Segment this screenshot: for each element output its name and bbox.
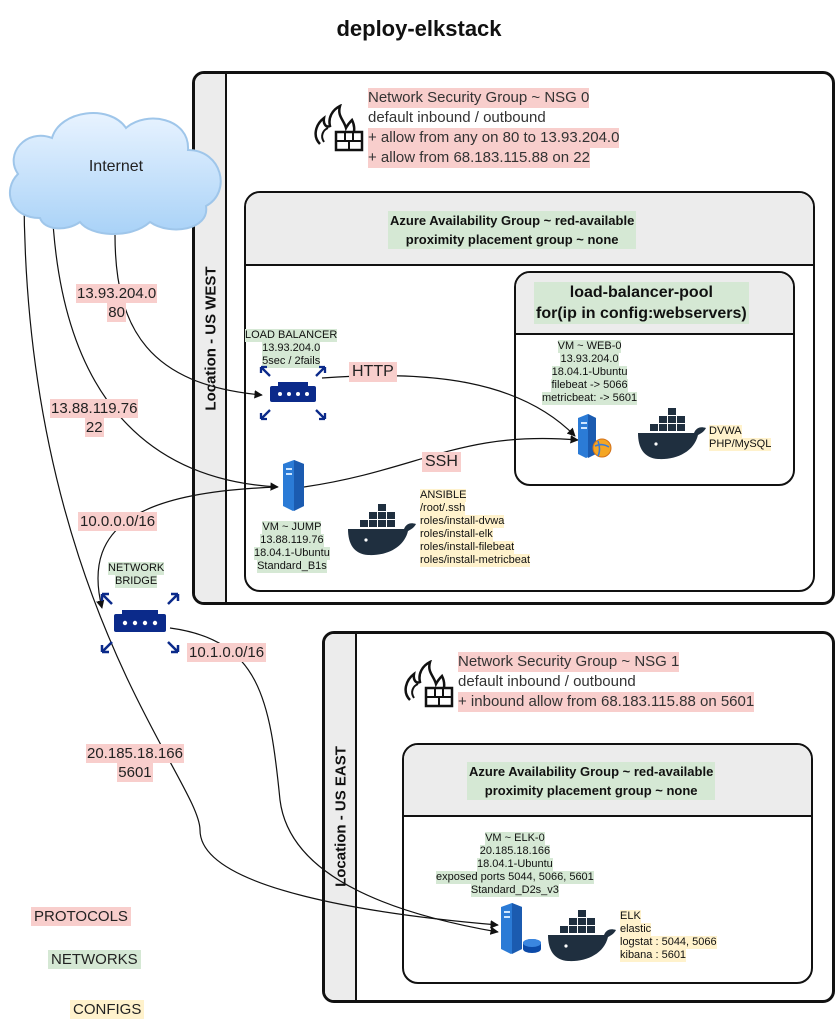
availability-west-line2: proximity placement group ~ none: [388, 230, 637, 249]
availability-group-east-title: Azure Availability Group ~ red-available…: [467, 762, 716, 800]
jump-vm-line2: 13.88.119.76: [260, 534, 324, 547]
elk-vm-line3: 18.04.1-Ubuntu: [476, 858, 553, 871]
web-vm-line2: 13.93.204.0: [560, 353, 619, 366]
bridge-line2: BRIDGE: [115, 575, 158, 588]
jump-port: 22: [84, 418, 104, 437]
firewall-icon: [404, 660, 454, 708]
lb-line3: 5sec / 2fails: [262, 355, 321, 368]
nsg-1-default: default inbound / outbound: [458, 673, 636, 690]
elk-info-line2: elastic: [620, 923, 652, 936]
availability-west-line1: Azure Availability Group ~ red-available: [388, 211, 637, 230]
ansible-line4: roles/install-elk: [420, 528, 493, 541]
internet-label: Internet: [88, 158, 144, 175]
cloud-icon: [9, 112, 222, 235]
nsg-0-rules: Network Security Group ~ NSG 0 default i…: [368, 88, 620, 168]
ansible-line2: /root/.ssh: [420, 502, 466, 515]
web-vm-line1: VM ~ WEB-0: [557, 340, 622, 353]
ansible-label: ANSIBLE /root/.ssh roles/install-dvwa ro…: [420, 489, 531, 567]
docker-icon: [348, 504, 416, 556]
elk-vm-line1: VM ~ ELK-0: [485, 832, 545, 845]
pool-title-line1: load-balancer-pool: [534, 282, 749, 303]
lb-ip-label: 13.93.204.0 80: [76, 284, 158, 322]
jump-vm-line4: Standard_B1s: [257, 560, 327, 573]
elk-vm-line4: exposed ports 5044, 5066, 5601: [436, 871, 594, 884]
elk-info-line4: kibana : 5601: [620, 949, 687, 962]
elk-info-line1: ELK: [620, 910, 641, 923]
region-us-east-strip: [325, 634, 357, 1000]
legend-protocols: PROTOCOLS: [31, 907, 131, 926]
web-server-icon: [578, 414, 612, 458]
nsg-0-rule-22: + allow from 68.183.115.88 on 22: [368, 148, 590, 168]
elk-vm-label: VM ~ ELK-0 20.185.18.166 18.04.1-Ubuntu …: [436, 832, 594, 897]
lb-line1: LOAD BALANCER: [245, 329, 338, 342]
lb-ip: 13.93.204.0: [76, 284, 158, 303]
jump-server-icon: [283, 460, 304, 511]
http-protocol-label: HTTP: [349, 362, 397, 382]
elk-ip: 20.185.18.166: [86, 744, 184, 763]
link-internet-to-load-balancer: [114, 234, 263, 399]
jump-vm-line1: VM ~ JUMP: [262, 521, 322, 534]
lb-port: 80: [107, 303, 126, 322]
diagram-title: deploy-elkstack: [336, 16, 502, 41]
nsg-1-rule-5601: + inbound allow from 68.183.115.88 on 56…: [458, 692, 755, 712]
ansible-line6: roles/install-metricbeat: [420, 554, 531, 567]
legend-configs: CONFIGS: [70, 1000, 145, 1019]
jump-vm-label: VM ~ JUMP 13.88.119.76 18.04.1-Ubuntu St…: [254, 521, 330, 573]
elk-port: 5601: [117, 763, 153, 782]
database-server-icon: [501, 903, 541, 954]
web-vm-line3: 18.04.1-Ubuntu: [551, 366, 628, 379]
elk-vm-line2: 20.185.18.166: [479, 845, 551, 858]
load-balancer-icon: [259, 365, 327, 421]
load-balancer-pool-title: load-balancer-pool for(ip in config:webs…: [534, 282, 749, 324]
docker-icon: [638, 408, 706, 460]
availability-east-line2: proximity placement group ~ none: [467, 781, 716, 800]
subnet-east-label: 10.1.0.0/16: [187, 643, 267, 662]
dvwa-line1: DVWA: [709, 425, 742, 438]
elk-info-line3: logstat : 5044, 5066: [620, 936, 717, 949]
network-bridge-label: NETWORK BRIDGE: [108, 562, 165, 588]
ansible-line1: ANSIBLE: [420, 489, 467, 502]
elk-ip-label: 20.185.18.166 5601: [86, 744, 184, 782]
nsg-1-title: Network Security Group ~ NSG 1: [458, 652, 680, 672]
subnet-west-label: 10.0.0.0/16: [78, 512, 158, 531]
nsg-1-rules: Network Security Group ~ NSG 1 default i…: [458, 652, 755, 712]
pool-title-line2: for(ip in config:webservers): [534, 303, 749, 324]
link-internet-to-elk: [23, 194, 499, 929]
lb-line2: 13.93.204.0: [262, 342, 321, 355]
firewall-icon: [314, 104, 364, 152]
availability-group-west-title: Azure Availability Group ~ red-available…: [388, 211, 637, 249]
nsg-0-title: Network Security Group ~ NSG 0: [368, 88, 590, 108]
legend-networks: NETWORKS: [48, 950, 141, 969]
load-balancer-label: LOAD BALANCER 13.93.204.0 5sec / 2fails: [245, 329, 338, 368]
web-vm-line5: metricbeat: -> 5601: [542, 392, 638, 405]
elk-info-label: ELK elastic logstat : 5044, 5066 kibana …: [620, 910, 717, 962]
availability-east-line1: Azure Availability Group ~ red-available: [467, 762, 716, 781]
network-bridge-icon: [100, 592, 180, 654]
web-vm-label: VM ~ WEB-0 13.93.204.0 18.04.1-Ubuntu fi…: [542, 340, 638, 405]
docker-icon: [548, 910, 616, 962]
dvwa-label: DVWA PHP/MySQL: [709, 425, 772, 451]
ansible-line5: roles/install-filebeat: [420, 541, 515, 554]
ssh-protocol-label: SSH: [422, 452, 461, 472]
web-vm-line4: filebeat -> 5066: [551, 379, 628, 392]
jump-ip-label: 13.88.119.76 22: [50, 399, 139, 437]
nsg-0-default: default inbound / outbound: [368, 109, 546, 126]
bridge-line1: NETWORK: [108, 562, 165, 575]
ansible-line3: roles/install-dvwa: [420, 515, 505, 528]
dvwa-line2: PHP/MySQL: [709, 438, 772, 451]
link-lb-to-web: [321, 375, 576, 437]
elk-vm-line5: Standard_D2s_v3: [470, 884, 559, 897]
jump-vm-line3: 18.04.1-Ubuntu: [254, 547, 330, 560]
jump-ip: 13.88.119.76: [50, 399, 139, 418]
nsg-0-rule-80: + allow from any on 80 to 13.93.204.0: [368, 128, 620, 148]
